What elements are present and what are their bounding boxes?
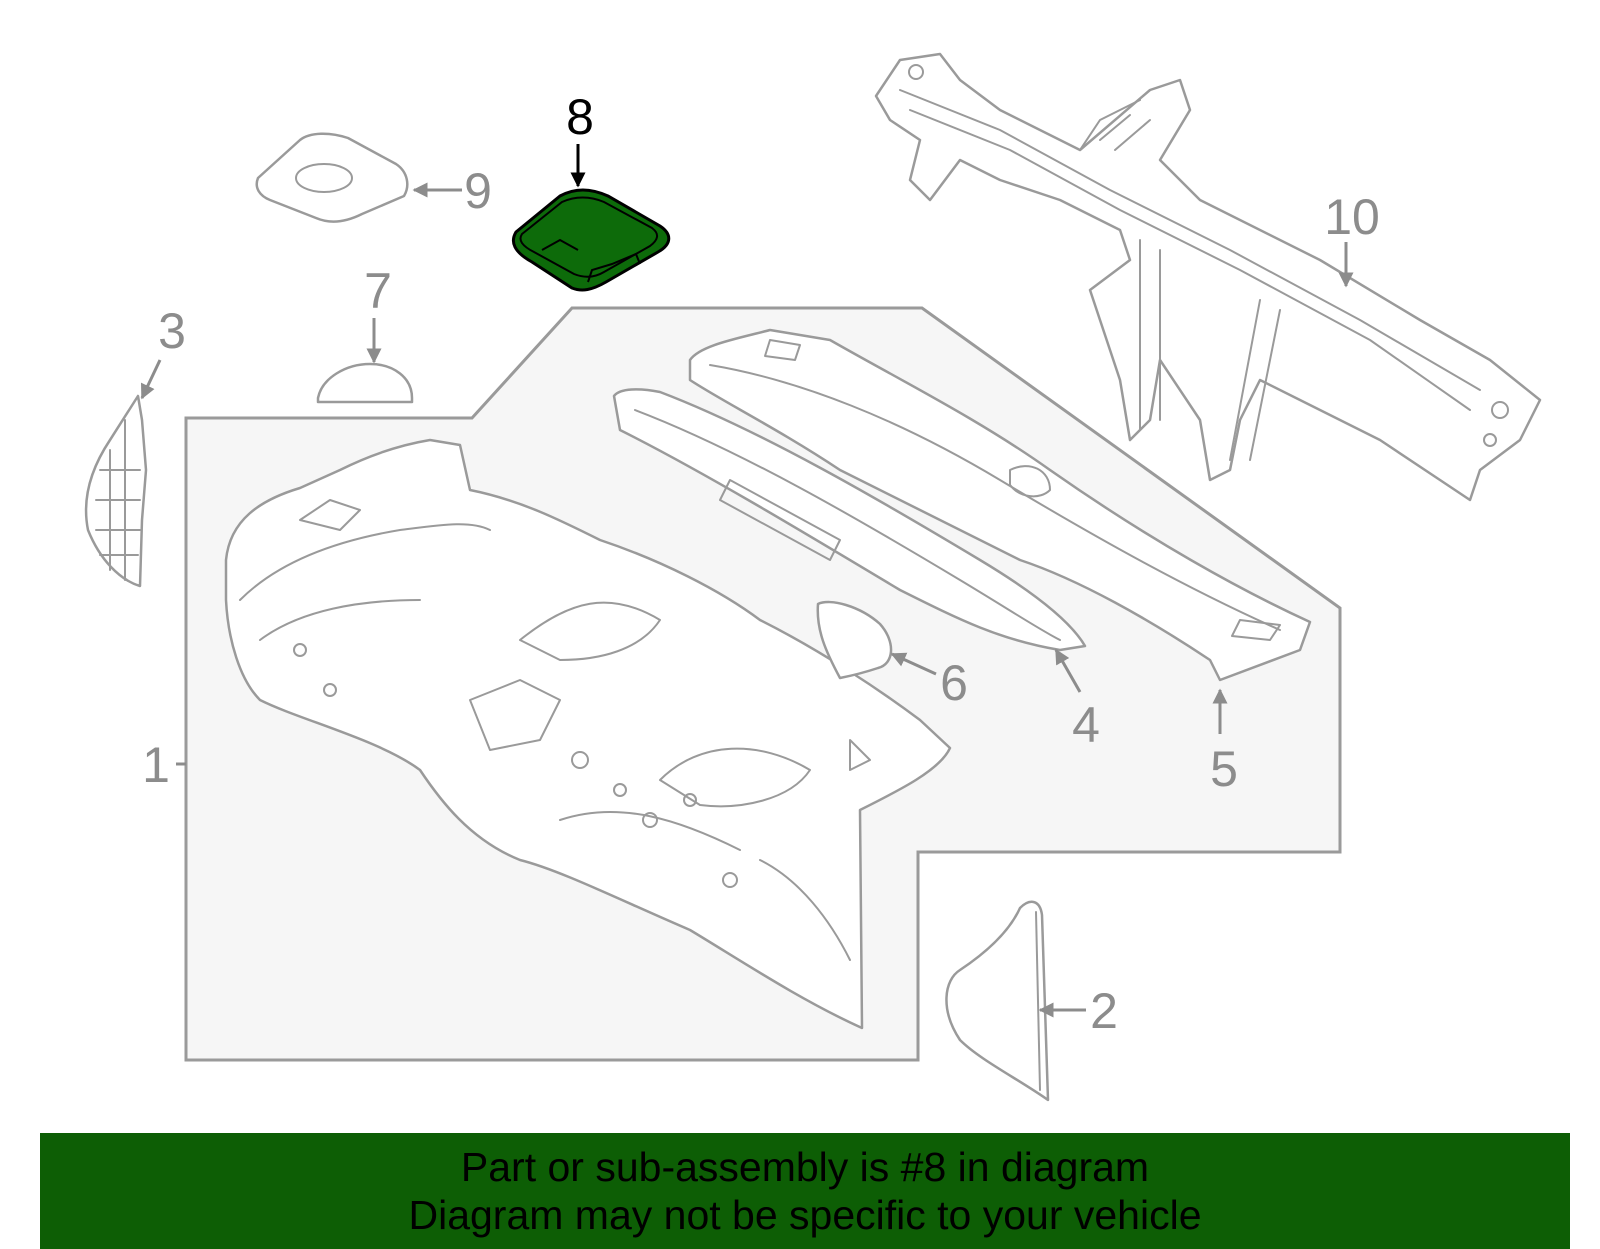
callout-9[interactable]: 9 bbox=[464, 163, 492, 219]
callout-7[interactable]: 7 bbox=[364, 263, 392, 319]
callout-2[interactable]: 2 bbox=[1090, 983, 1118, 1039]
callout-8[interactable]: 8 bbox=[566, 89, 594, 145]
info-banner: Part or sub-assembly is #8 in diagram Di… bbox=[40, 1133, 1570, 1249]
callout-6[interactable]: 6 bbox=[940, 655, 968, 711]
banner-line-part-number: Part or sub-assembly is #8 in diagram bbox=[460, 1144, 1150, 1190]
small-bracket-part bbox=[816, 600, 893, 680]
banner-line-disclaimer: Diagram may not be specific to your vehi… bbox=[408, 1192, 1202, 1238]
callout-3[interactable]: 3 bbox=[158, 303, 186, 359]
instrument-panel-part bbox=[224, 438, 952, 1030]
callout-10[interactable]: 10 bbox=[1324, 189, 1380, 245]
cross-beam-part bbox=[874, 52, 1542, 502]
callout-5[interactable]: 5 bbox=[1210, 741, 1238, 797]
side-panel-part bbox=[84, 394, 148, 588]
leader-line-4 bbox=[1054, 648, 1082, 693]
cowl-panel-part bbox=[688, 328, 1312, 682]
trim-cover-part bbox=[255, 132, 409, 223]
small-cap-part bbox=[316, 362, 414, 404]
callout-1[interactable]: 1 bbox=[142, 737, 170, 793]
defroster-duct-part bbox=[612, 388, 1087, 652]
callout-4[interactable]: 4 bbox=[1072, 697, 1100, 753]
side-cover-part bbox=[945, 900, 1050, 1102]
leader-line-3 bbox=[140, 359, 162, 400]
highlighted-cover-part bbox=[511, 188, 671, 292]
leader-line-6 bbox=[890, 652, 937, 676]
